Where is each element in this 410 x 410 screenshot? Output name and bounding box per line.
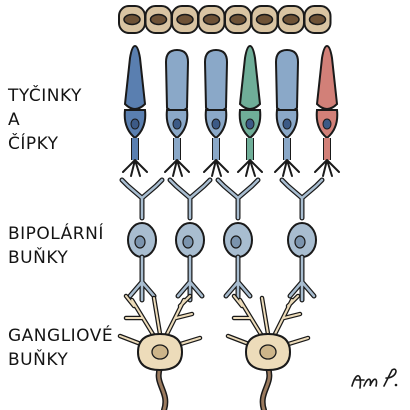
label-line: ČÍPKY	[8, 134, 59, 154]
bipolar-cell	[119, 177, 165, 303]
cone-cell	[122, 44, 148, 177]
label-line: BIPOLÁRNÍ	[8, 224, 104, 244]
synaptic-terminal	[274, 159, 300, 177]
signature	[351, 368, 398, 389]
synaptic-terminal	[314, 159, 340, 177]
label-line: BUŇKY	[8, 248, 69, 268]
label-bipolar-cells: BIPOLÁRNÍ BUŇKY	[8, 222, 104, 270]
label-line: A	[8, 110, 21, 130]
outer-segment	[164, 48, 190, 113]
ganglion-cell	[117, 293, 203, 410]
photoreceptor-nucleus	[211, 118, 221, 130]
bipolar-cell	[215, 177, 261, 303]
pigment-nucleus	[229, 13, 247, 26]
rod-cell	[164, 48, 190, 177]
axon	[128, 255, 156, 302]
photoreceptor-nucleus	[245, 118, 255, 130]
dendrites	[119, 295, 201, 347]
axon-fill	[247, 138, 253, 160]
ganglion-nucleus	[151, 344, 169, 360]
synaptic-terminal	[164, 159, 190, 177]
outer-segment	[203, 48, 229, 113]
photoreceptor-nucleus	[282, 118, 292, 130]
rod-cell	[274, 48, 300, 177]
bipolar-nucleus	[182, 235, 194, 249]
outer-segment	[238, 44, 262, 110]
pigment-nucleus	[308, 13, 327, 26]
dendrite	[168, 178, 212, 220]
axon-fill	[324, 138, 330, 160]
bipolar-cell-layer	[119, 177, 325, 303]
dendrite	[280, 178, 324, 220]
label-line: BUŇKY	[8, 350, 69, 370]
pigment-nucleus	[176, 13, 194, 26]
synaptic-terminal	[122, 159, 148, 177]
dendrites	[227, 295, 309, 347]
ganglion-cell-layer	[117, 293, 311, 410]
axon-fill	[284, 138, 290, 160]
axon	[288, 255, 316, 302]
bipolar-nucleus	[230, 235, 242, 249]
pigment-nucleus	[255, 13, 274, 26]
bipolar-cell	[279, 177, 325, 303]
axon-fill	[174, 138, 180, 160]
pigment-epithelium-layer	[118, 5, 332, 34]
label-rods-and-cones: TYČINKY A ČÍPKY	[8, 84, 82, 156]
dendrite	[216, 178, 260, 220]
outer-segment	[315, 44, 339, 110]
photoreceptor-nucleus	[322, 118, 332, 130]
axon	[176, 255, 204, 302]
pigment-nucleus	[123, 13, 141, 26]
rod-cell	[203, 48, 229, 177]
axon-fill	[132, 138, 138, 160]
bipolar-nucleus	[294, 235, 306, 249]
photoreceptor-nucleus	[172, 118, 182, 130]
dendrite	[120, 178, 164, 220]
label-line: TYČINKY	[8, 86, 82, 106]
synaptic-terminal	[203, 159, 229, 177]
ganglion-axon	[157, 366, 167, 410]
cone-cell	[314, 44, 340, 177]
label-ganglion-cells: GANGLIOVÉ BUŇKY	[8, 324, 113, 372]
axon	[224, 255, 252, 302]
synaptic-terminal	[237, 159, 263, 177]
pigment-nucleus	[202, 13, 221, 26]
label-line: GANGLIOVÉ	[8, 326, 114, 346]
ganglion-cell	[225, 293, 311, 410]
photoreceptor-layer	[122, 44, 340, 177]
pigment-nucleus	[149, 13, 168, 26]
ganglion-nucleus	[259, 344, 277, 360]
axon-fill	[213, 138, 219, 160]
bipolar-cell	[167, 177, 213, 303]
bipolar-nucleus	[134, 235, 146, 249]
photoreceptor-nucleus	[130, 118, 140, 130]
cone-cell	[237, 44, 263, 177]
outer-segment	[274, 48, 300, 113]
outer-segment	[123, 44, 147, 110]
ganglion-axon	[261, 366, 271, 410]
pigment-nucleus	[282, 13, 300, 26]
